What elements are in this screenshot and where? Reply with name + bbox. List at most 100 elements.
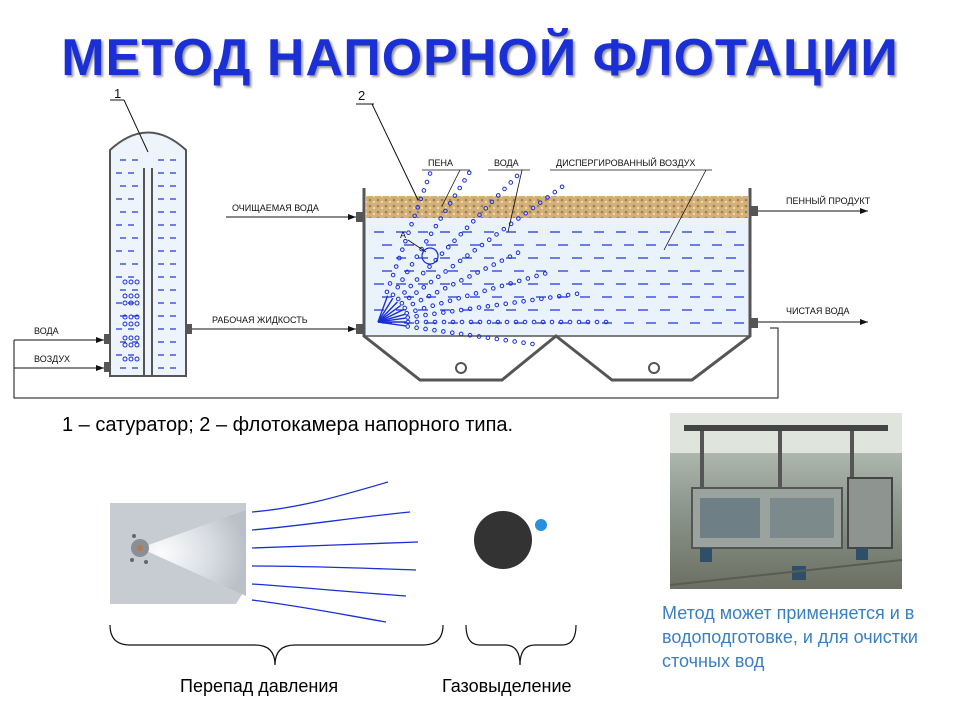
jet-bubble [482, 288, 487, 294]
jet-bubble [515, 250, 521, 256]
saturator: 1 [104, 86, 192, 377]
air-bubble [122, 356, 128, 362]
particle-circle [474, 511, 532, 569]
jet-bubble [585, 319, 591, 325]
saturator-water-dashes [116, 159, 176, 369]
jet-bubble [408, 283, 414, 289]
jet-bubble [419, 246, 424, 252]
jet-bubble [403, 238, 408, 244]
jet-bubble [547, 295, 553, 300]
jet-bubble [406, 230, 411, 236]
method-note: Метод может применяется и в водоподготов… [662, 603, 918, 671]
jet-bubble [421, 188, 427, 193]
jet-bubble [516, 278, 522, 284]
jet-bubble [418, 196, 424, 202]
jet-bubble [428, 279, 434, 285]
jet-bubble [503, 301, 509, 307]
jet-bubble [427, 171, 433, 176]
jet-bubble [574, 291, 580, 297]
jet-bubble [414, 254, 420, 260]
label-water-in: ВОДА [34, 326, 59, 336]
brace-gas [465, 624, 577, 666]
jet-bubble [396, 255, 402, 261]
jet-bubble [483, 266, 488, 271]
jet-bubble [423, 319, 429, 325]
air-bubble [128, 321, 134, 327]
jet-bubble [406, 295, 412, 301]
jet-bubble [402, 305, 408, 311]
foam-layer [366, 196, 748, 218]
jet-bubble [441, 310, 446, 315]
jet-bubble [458, 331, 464, 337]
label-air-in: ВОЗДУХ [34, 354, 70, 364]
jet-ray [377, 301, 398, 323]
jet-bubble [443, 269, 448, 274]
jet-bubble [503, 337, 509, 343]
jet-bubble [447, 200, 453, 206]
jet-bubble [409, 221, 414, 227]
callout-1: 1 [114, 86, 121, 101]
jet-bubble [402, 290, 407, 295]
jet-bubble [457, 185, 463, 191]
jet-bubble [534, 273, 539, 279]
jet-bubble [414, 325, 419, 331]
jet-bubble [447, 298, 453, 304]
jet-bubble [404, 310, 410, 316]
jet-bubble [603, 319, 609, 325]
jet-bubble [462, 178, 467, 183]
jet-bubble [542, 271, 548, 276]
chamber-outlets: ПЕННЫЙ ПРОДУКТ ЧИСТАЯ ВОДА [758, 195, 871, 325]
jet-bubble [594, 319, 600, 325]
jet-bubble [485, 335, 491, 341]
jet-bubble [552, 189, 558, 195]
jet-bubble [395, 296, 401, 302]
jet-bubble [472, 247, 478, 253]
jet-bubble [508, 221, 514, 227]
streamline [251, 511, 411, 531]
jet-bubble [531, 319, 537, 325]
jet-bubble [418, 297, 424, 303]
jet-bubble [409, 262, 415, 267]
jet-bubble [514, 173, 520, 179]
air-bubble [128, 279, 134, 285]
jet-bubble [427, 264, 432, 269]
jet-bubble [423, 312, 428, 318]
brace-label-pressure: Перепад давления [180, 676, 339, 696]
jet-bubble [393, 264, 399, 269]
jet-bubble [420, 270, 426, 276]
jet-bubble [450, 282, 456, 287]
jet-ray [377, 321, 406, 327]
saturator-inlets: ВОДА ВОЗДУХ [13, 326, 779, 399]
jet-bubble [414, 290, 419, 295]
jet-bubble [494, 302, 500, 308]
jet-bubble [390, 272, 396, 278]
jet-bubble [558, 319, 564, 325]
air-bubble [134, 300, 140, 306]
jet-bubble [442, 285, 448, 291]
jet-bubble [525, 276, 531, 281]
air-bubble [122, 314, 128, 320]
gas-bubble [535, 519, 547, 531]
jet-bubble [540, 319, 546, 325]
jet-ray [377, 304, 402, 323]
label-foam-product: ПЕННЫЙ ПРОДУКТ [786, 195, 871, 206]
streamline [251, 599, 387, 623]
jet-bubble [424, 239, 429, 244]
jet-bubble [537, 200, 543, 205]
air-bubble [128, 335, 134, 341]
jet-bubble [483, 206, 489, 211]
jet-bubble [530, 205, 536, 211]
label-treated-water: ОЧИЩАЕМАЯ ВОДА [232, 203, 319, 213]
jet-bubble [439, 300, 444, 306]
jet-bubble [400, 277, 405, 282]
jet-bubble [459, 278, 464, 283]
streamline [251, 541, 419, 549]
jet-bubble [549, 319, 555, 325]
jet-bubble [424, 179, 430, 185]
installation-photo [669, 413, 903, 589]
jet-bubble [467, 306, 473, 312]
jet-bubble [432, 311, 437, 317]
page-title: МЕТОД НАПОРНОЙ ФЛОТАЦИИ [61, 29, 899, 87]
air-bubble [128, 342, 134, 348]
jet-bubble [414, 313, 419, 319]
